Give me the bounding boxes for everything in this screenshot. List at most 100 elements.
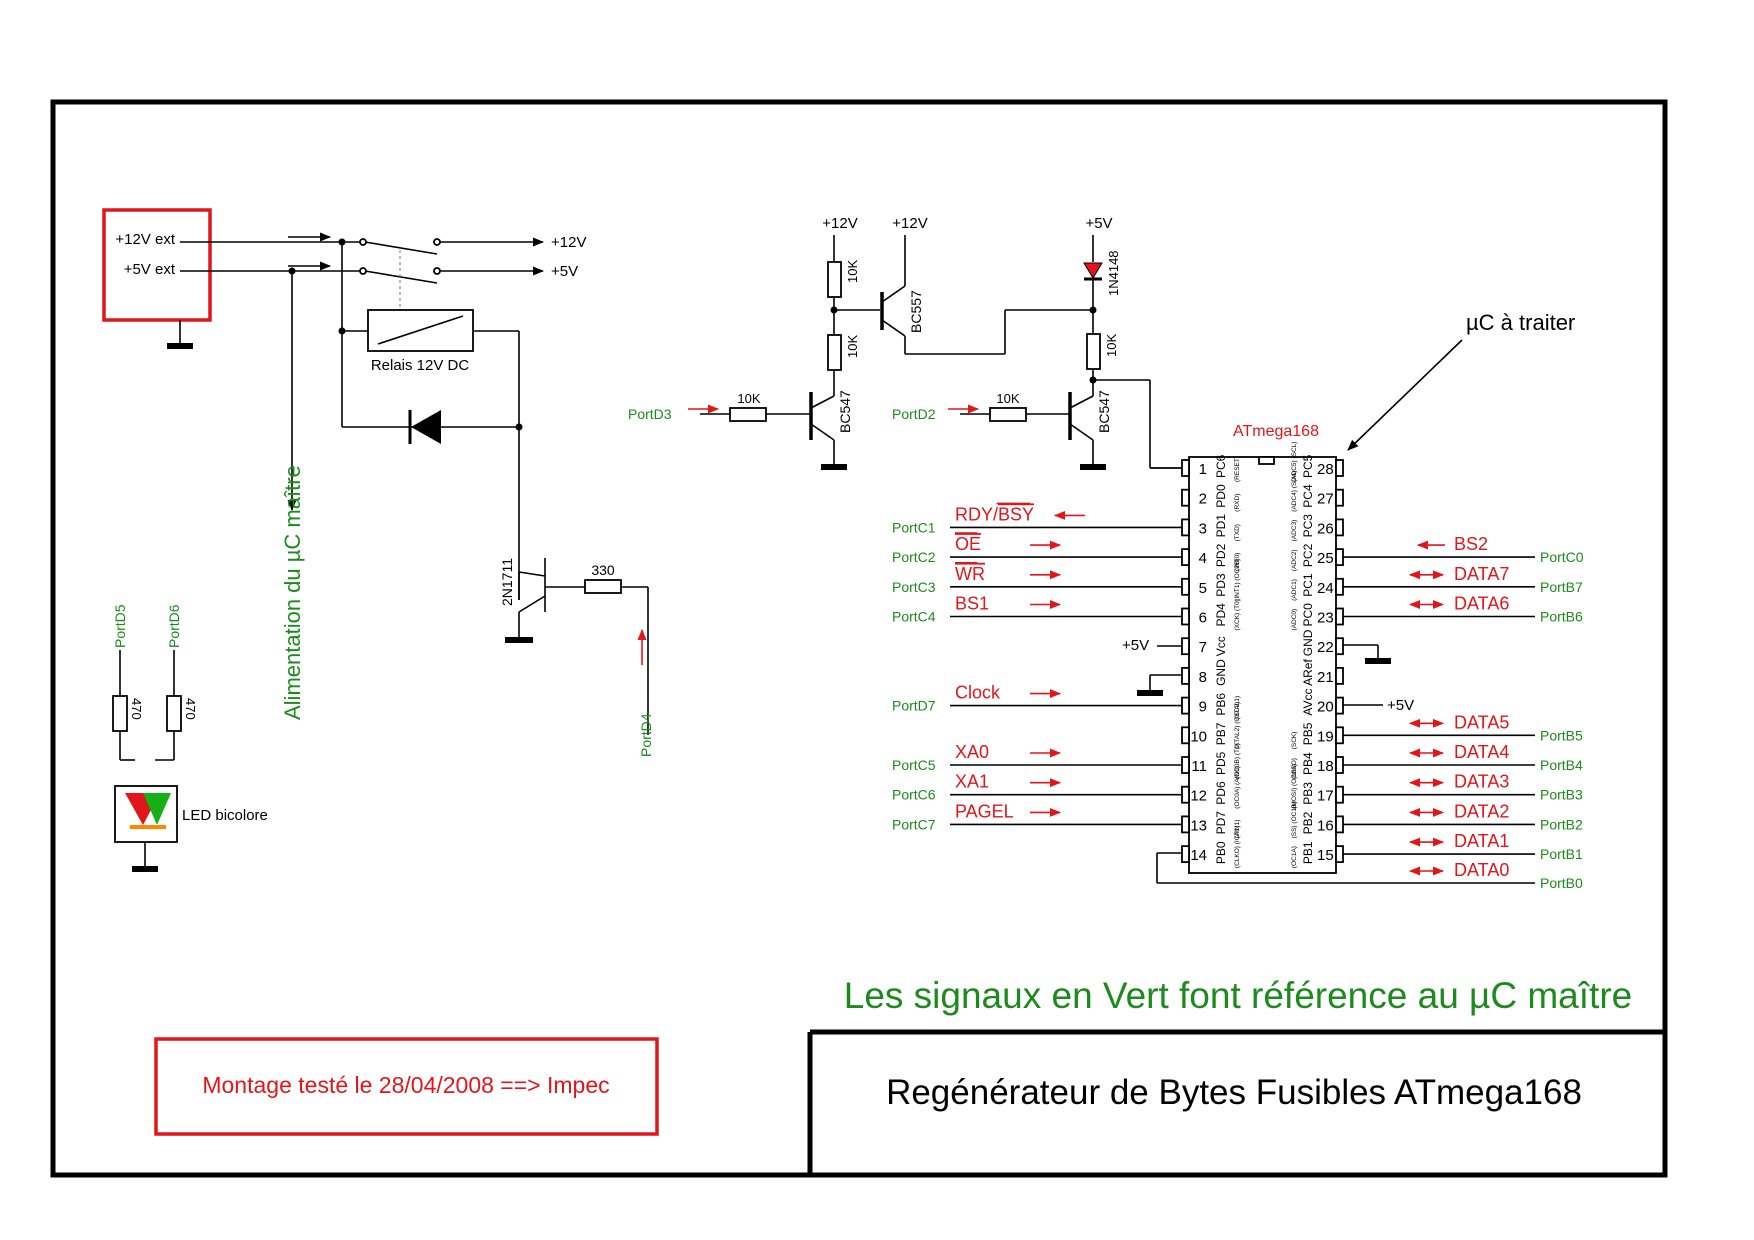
mcu-pin-7 (1181, 637, 1190, 656)
mcu-pin-name-26: PC3 (1301, 514, 1315, 538)
mcu-pin-alt-6: (XCK) (T0) (1234, 599, 1241, 630)
signal-label-PortB0: DATA0 (1454, 860, 1509, 880)
mcu-pin-name-16: PB2 (1301, 811, 1315, 834)
port-label-PortB5: PortB5 (1540, 727, 1583, 743)
mcu-pin-alt-26: (ADC3) (1291, 520, 1298, 542)
mcu-pin-name-5: PD3 (1214, 573, 1228, 597)
mcu-pin-name-2: PD0 (1214, 484, 1228, 508)
port-label-PortB0: PortB0 (1540, 875, 1583, 891)
mcu-pin-num-4: 4 (1199, 550, 1207, 567)
mcu-pin-26 (1335, 518, 1344, 537)
mcu-pin-num-9: 9 (1199, 699, 1207, 716)
port-label-PortD7: PortD7 (892, 698, 936, 714)
mcu-pin-name-10: PB7 (1214, 722, 1228, 745)
mcu-pin-19 (1335, 726, 1344, 745)
signal-label-PortC3: WR (955, 564, 985, 584)
signal-label-PortC4: BS1 (955, 594, 989, 614)
mcu-pin-name-20: AVcc (1301, 688, 1315, 715)
mcu-pin-20 (1335, 696, 1344, 715)
mcu-pin-name-19: PB5 (1301, 722, 1315, 745)
mcu-pin-alt-28: (ADC5) (SCL) (1291, 442, 1298, 482)
mcu-pin-num-22: 22 (1317, 639, 1334, 656)
mcu-pin-2 (1181, 488, 1190, 507)
signal-label-PortC2: OE (955, 534, 981, 554)
mcu-pin-alt-10: (XTAL2) (OSC2) (1234, 702, 1241, 750)
mcu-pin-11 (1181, 756, 1190, 774)
mcu-pin-1 (1181, 459, 1190, 477)
mcu-pin-28 (1335, 459, 1344, 477)
mcu-pin-name-21: ARef (1301, 659, 1315, 686)
mcu-pin-alt-23: (ADC0) (1291, 609, 1298, 631)
mcu-pin-25 (1335, 548, 1344, 566)
port-label-PortC3: PortC3 (892, 579, 936, 595)
mcu-pin-22 (1335, 637, 1344, 656)
mcu-pin-name-6: PD4 (1214, 603, 1228, 627)
mcu-pin-num-17: 17 (1317, 788, 1334, 805)
mcu-pin-num-3: 3 (1199, 520, 1207, 537)
mcu-pin-14 (1181, 845, 1190, 863)
mcu-pin-name-7: Vcc (1214, 636, 1228, 656)
mcu-pin-name-17: PB3 (1301, 782, 1315, 805)
out5-label: +5V (551, 263, 578, 280)
signal-label-PortB4: DATA4 (1454, 742, 1509, 762)
mcu-pin-alt-24: (ADC1) (1291, 579, 1298, 601)
signal-label-PortC1: RDY/BSY (955, 504, 1034, 524)
mcu-pin-3 (1181, 518, 1190, 537)
mcu-pin-alt-12: (OC0A) (AIN0) (1234, 766, 1241, 809)
port-label-PortC6: PortC6 (892, 787, 936, 803)
r-10k-base1-label: 10K (737, 391, 760, 406)
portd5-label: PortD5 (112, 604, 128, 648)
mcu-pin-alt-2: (RXD) (1234, 494, 1241, 512)
rail-12v-b: +12V (892, 215, 927, 232)
mcu-pin-num-1: 1 (1199, 461, 1207, 478)
rail-12v-a: +12V (822, 215, 857, 232)
mcu-pin-alt-3: (TXD) (1234, 524, 1241, 541)
portd3-label: PortD3 (628, 406, 672, 422)
mcu-pin-name-24: PC1 (1301, 573, 1315, 597)
mcu-pin-6 (1181, 607, 1190, 626)
r-330-label: 330 (591, 562, 615, 578)
r-10k-top2 (1086, 333, 1101, 370)
mcu-body (1188, 456, 1337, 874)
mcu-pin-num-25: 25 (1317, 550, 1334, 567)
r-10k-base2 (989, 407, 1027, 422)
signal-label-PortB5: DATA5 (1454, 712, 1509, 732)
mcu-pin-alt-1: (RESET) (1234, 456, 1241, 482)
mcu-pin-num-27: 27 (1317, 491, 1334, 508)
mcu-pin-name-14: PB0 (1214, 841, 1228, 864)
r-470-a-label: 470 (129, 698, 144, 720)
relay-contact-1 (364, 241, 438, 255)
ext12-label: +12V ext (115, 231, 175, 248)
outer-frame (50, 99, 1668, 1178)
r-10k-top1 (827, 261, 842, 298)
flyback-diode (411, 410, 441, 444)
mcu-pin-alt-27: (ADC4) (SDA) (1291, 471, 1298, 512)
diode-1n4148 (1083, 262, 1103, 279)
signal-label-PortC0: BS2 (1454, 534, 1488, 554)
relay-label: Relais 12V DC (371, 357, 470, 374)
mcu-pin-name-25: PC2 (1301, 543, 1315, 567)
ext-supply-box (102, 208, 212, 322)
mcu-pin-name-27: PC4 (1301, 484, 1315, 508)
port-label-PortC5: PortC5 (892, 757, 936, 773)
mcu-pin-num-15: 15 (1317, 847, 1334, 864)
port-label-PortC7: PortC7 (892, 816, 936, 832)
mcu-pin-name-1: PC6 (1214, 454, 1228, 478)
mcu-pin-num-20: 20 (1317, 699, 1334, 716)
r-470-b-label: 470 (183, 698, 198, 720)
signal-label-PortC7: PAGEL (955, 801, 1014, 821)
mcu-pin-16 (1335, 815, 1344, 834)
avcc-5v-label: +5V (1387, 697, 1414, 714)
mcu-pin-4 (1181, 548, 1190, 566)
port-label-PortB4: PortB4 (1540, 757, 1583, 773)
mcu-pin-5 (1181, 577, 1190, 596)
mcu-callout-arrow (1347, 339, 1463, 451)
test-note-box (154, 1037, 659, 1136)
master-supply-label: Alimentation du µC maître (280, 465, 305, 720)
signal-label-PortB2: DATA2 (1454, 801, 1509, 821)
signal-label-PortB1: DATA1 (1454, 831, 1509, 851)
out12-label: +12V (551, 234, 586, 251)
mcu-pin-alt-9: (XTAL1) (1234, 696, 1241, 720)
vcc-5v-label: +5V (1122, 637, 1149, 654)
